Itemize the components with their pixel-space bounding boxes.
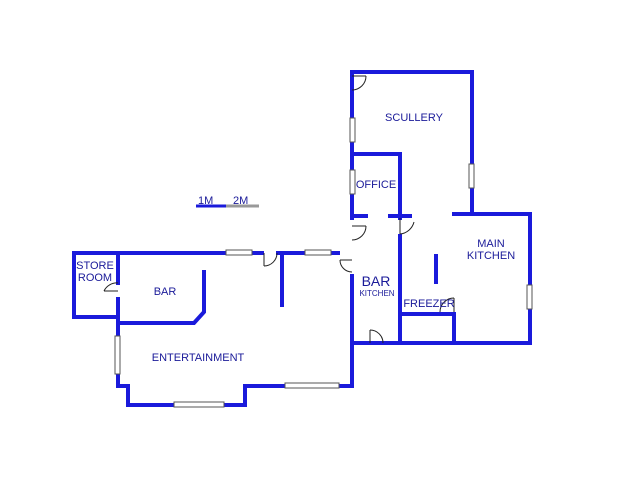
scullery-east-window — [468, 163, 475, 189]
scullery-door — [351, 75, 367, 91]
office-west-window — [349, 169, 356, 195]
scale-label-2m: 2M — [233, 195, 248, 207]
entertainment-south-window-2 — [284, 382, 340, 389]
entertainment-south-window — [173, 401, 225, 408]
room-label-main-kitchen-line1: MAIN — [477, 238, 505, 250]
room-label-scullery: SCULLERY — [385, 112, 444, 124]
room-label-store-line1: STORE — [76, 260, 114, 272]
north-window-b — [304, 249, 332, 256]
room-label-bar-kitchen-line1: BAR — [362, 273, 391, 289]
store-room-wall — [72, 251, 120, 319]
store-room-door — [103, 282, 119, 292]
bar-kitchen-south-door — [369, 329, 384, 344]
main-kitchen-outer-wall — [350, 212, 532, 345]
room-label-main-kitchen-line2: KITCHEN — [467, 250, 515, 262]
scullery-north-wall — [350, 70, 474, 216]
bar-kitchen-west-door — [339, 259, 353, 273]
main-kitchen-east-window — [526, 284, 533, 310]
office-wall — [350, 152, 402, 220]
scale-bar: 1M 2M — [196, 195, 259, 208]
scullery-west-window — [349, 117, 356, 143]
bar-wall — [116, 270, 206, 325]
walls — [72, 70, 532, 407]
room-label-freezer: FREEZER — [403, 298, 454, 310]
room-label-store-line2: ROOM — [78, 272, 112, 284]
room-label-office: OFFICE — [356, 179, 396, 191]
north-entrance-door — [263, 252, 278, 267]
room-label-bar: BAR — [154, 286, 177, 298]
freezer-door — [439, 297, 455, 313]
room-labels: SCULLERY OFFICE MAIN KITCHEN BAR KITCHEN… — [76, 112, 515, 364]
office-door — [399, 218, 415, 235]
entertainment-west-window — [114, 335, 121, 375]
doors — [103, 75, 455, 344]
scale-label-1m: 1M — [198, 195, 213, 207]
windows — [114, 117, 533, 408]
entertainment-outer-wall — [116, 334, 354, 407]
bar-kitchen-north-door — [351, 225, 367, 241]
room-label-bar-kitchen-line2: KITCHEN — [359, 289, 394, 298]
north-window-a — [225, 249, 253, 256]
room-label-entertainment: ENTERTAINMENT — [152, 352, 245, 364]
freezer-wall — [398, 312, 456, 345]
